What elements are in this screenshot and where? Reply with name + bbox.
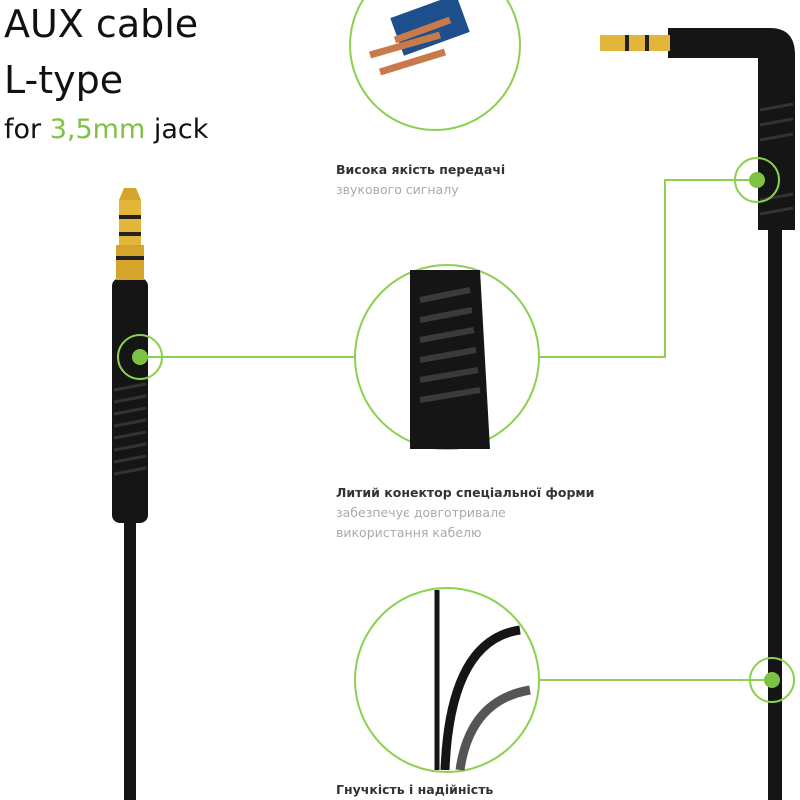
feature-1: Висока якість передачі звукового сигналу [336,160,505,200]
flexibility-detail-circle [354,587,540,773]
straight-plug [112,188,148,800]
feature-sub: забезпечує довготривале [336,505,506,520]
connector-detail-circle [354,264,540,450]
title-line-3: for 3,5mm jack [4,114,208,145]
feature-heading: Висока якість передачі [336,162,506,177]
feature-sub: звукового сигналу [336,182,459,197]
callout-markers [117,157,795,703]
feature-heading: Литий конектор спеціальної форми [336,485,595,500]
feature-2: Литий конектор спеціальної форми забезпе… [336,483,594,543]
title-suffix: jack [145,114,209,145]
feature-sub: використання кабелю [336,525,482,540]
title-line-2: L-type [4,58,124,102]
title-prefix: for [4,114,50,145]
callout-lines [140,179,772,681]
feature-heading: Гнучкість і надійність [336,782,494,797]
feature-3: Гнучкість і надійність [336,780,493,800]
title-line-1: AUX cable [4,2,199,46]
wire-detail-circle [349,0,521,131]
title-accent: 3,5mm [49,114,146,145]
